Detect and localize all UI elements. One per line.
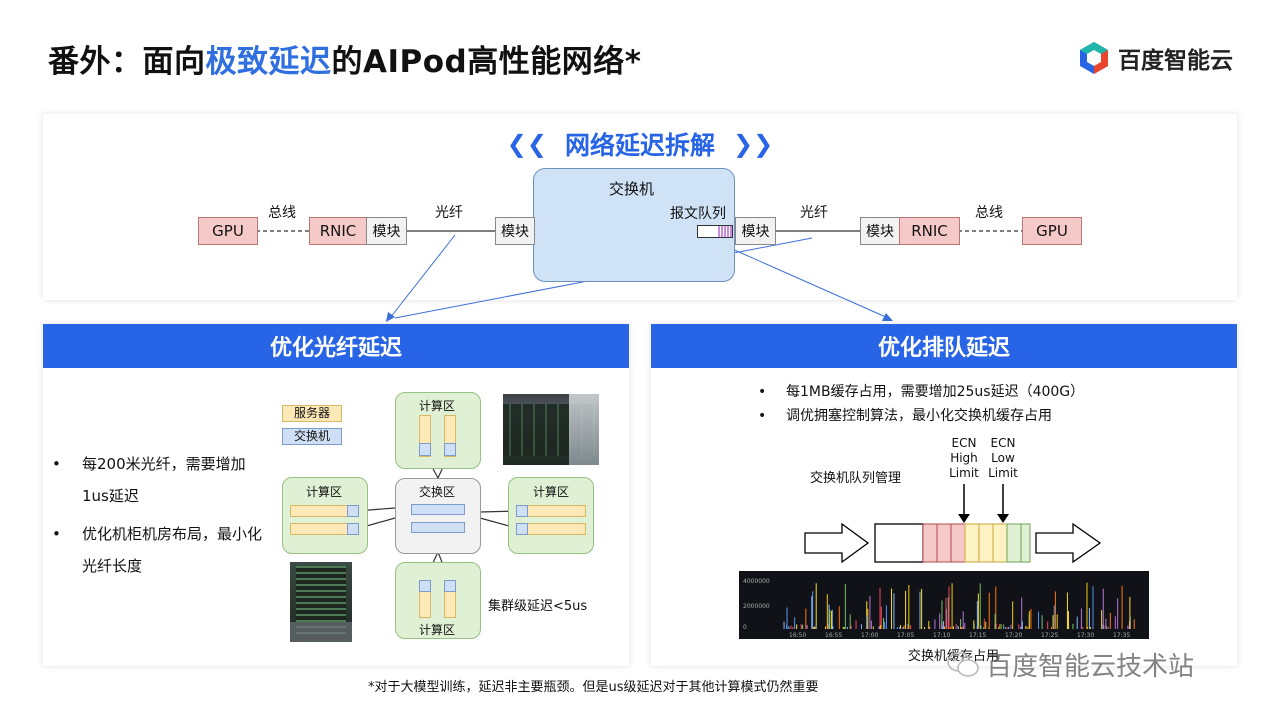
baidu-cloud-hexagon-icon (1080, 42, 1108, 74)
page-title: 番外：面向极致延迟的AIPod高性能网络* (48, 44, 642, 80)
chart-caption: 交换机缓存占用 (908, 649, 1000, 664)
legend-server: 服务器 (282, 405, 342, 422)
chart-x-tick: 17:25 (1041, 632, 1058, 639)
core-switch (411, 504, 465, 515)
queue-management-label: 交换机队列管理 (810, 471, 902, 486)
fiber-right-label: 光纤 (800, 205, 828, 221)
switch-label: 交换机 (609, 180, 655, 198)
ecn-low-label: ECN Low Limit (988, 436, 1018, 480)
switching-zone-label: 交换区 (419, 485, 456, 499)
chart-y-tick: 2000000 (743, 603, 770, 610)
compute-zone-bottom (395, 562, 481, 639)
footnote: *对于大模型训练，延迟非主要瓶颈。但是us级延迟对于其他计算模式仍然重要 (368, 680, 819, 695)
switch-port (347, 523, 359, 535)
zone-label: 计算区 (306, 485, 343, 499)
chart-x-tick: 17:20 (1005, 632, 1022, 639)
chart-x-tick: 16:55 (825, 632, 842, 639)
core-switch (411, 522, 465, 533)
switch-port (516, 523, 528, 535)
double-chevron-right-icon: ❯❯ (733, 130, 774, 158)
switch-port (419, 443, 431, 456)
gpu-left-box: GPU (198, 217, 258, 245)
fiber-bullet-list: •每200米光纤，需要增加1us延迟 •优化机柜机房布局，最小化光纤长度 (52, 448, 262, 582)
switch-port (444, 580, 456, 592)
module-left-box: 模块 (366, 217, 407, 245)
fiber-left-label: 光纤 (435, 205, 463, 221)
list-item: •优化机柜机房布局，最小化光纤长度 (52, 525, 263, 575)
buffer-occupancy-plot: 4000000 2000000 0 16:50 16:55 17:00 17:05 17:1… (743, 578, 1166, 639)
queue-latency-header: 优化排队延迟 (651, 324, 1237, 368)
rnic-right-box: RNIC (899, 217, 960, 245)
datacenter-photo-left (290, 562, 352, 642)
watermark-text: 百度智能云技术站 (986, 652, 1195, 682)
compute-zone-top (395, 392, 481, 469)
wechat-icon (947, 651, 979, 677)
chart-x-tick: 16:50 (789, 632, 806, 639)
zone-label: 计算区 (533, 485, 570, 499)
switch-port (444, 443, 456, 456)
bus-right-label: 总线 (975, 205, 1003, 221)
list-item: •调优拥塞控制算法，最小化交换机缓存占用 (758, 408, 1052, 424)
chart-x-tick: 17:35 (1113, 632, 1130, 639)
switch-module-right-box: 模块 (735, 217, 776, 245)
module-right-box: 模块 (860, 217, 900, 245)
zone-label: 计算区 (419, 623, 456, 637)
brand-logo: 百度智能云 (1078, 40, 1233, 76)
legend-switch: 交换机 (282, 428, 342, 445)
watermark: 百度智能云技术站 (946, 646, 1194, 683)
zone-label: 计算区 (419, 399, 456, 413)
rnic-left-box: RNIC (309, 217, 367, 245)
chart-y-tick: 0 (743, 624, 747, 631)
chart-y-tick: 4000000 (743, 578, 770, 585)
list-item: •每200米光纤，需要增加1us延迟 (52, 455, 246, 505)
cluster-latency-note: 集群级延迟<5us (488, 599, 588, 614)
bus-left-label: 总线 (268, 205, 296, 221)
switch-port (419, 580, 431, 592)
breakdown-heading: ❮❮ 网络延迟拆解 ❯❯ (506, 130, 774, 160)
ecn-high-label: ECN High Limit (949, 436, 979, 480)
datacenter-photo-right (503, 394, 599, 465)
logo-text: 百度智能云 (1118, 48, 1233, 74)
packet-queue-icon (697, 225, 733, 238)
queue-bullet-list: •每1MB缓存占用，需要增加25us延迟（400G） •调优拥塞控制算法，最小化… (758, 380, 1084, 428)
switch-port (347, 505, 359, 517)
chart-x-tick: 17:00 (861, 632, 878, 639)
chart-x-tick: 17:10 (933, 632, 950, 639)
switch-module-left-box: 模块 (495, 217, 535, 245)
switching-zone (395, 478, 481, 554)
queue-label: 报文队列 (670, 206, 726, 222)
list-item: •每1MB缓存占用，需要增加25us延迟（400G） (758, 384, 1085, 400)
buffer-occupancy-chart: 4000000 2000000 0 16:50 16:55 17:00 17:05 17:1… (739, 571, 1166, 639)
fiber-latency-header: 优化光纤延迟 (43, 324, 629, 368)
queue-diagram (804, 484, 1102, 564)
switch-port (516, 505, 528, 517)
chart-x-tick: 17:15 (969, 632, 986, 639)
chart-x-tick: 17:05 (897, 632, 914, 639)
chart-x-tick: 17:30 (1077, 632, 1094, 639)
double-chevron-left-icon: ❮❮ (506, 130, 547, 158)
gpu-right-box: GPU (1022, 217, 1082, 245)
